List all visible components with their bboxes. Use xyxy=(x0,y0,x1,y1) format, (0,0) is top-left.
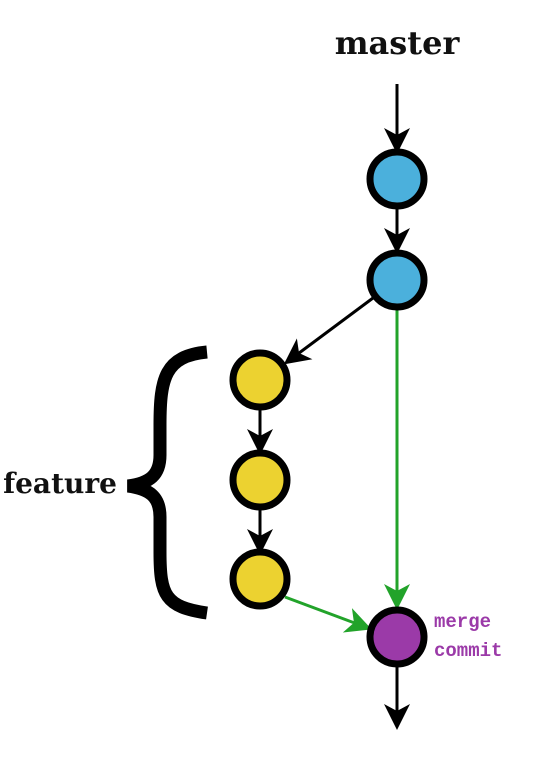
merge-label-line1: merge xyxy=(434,611,491,633)
master-commit-1 xyxy=(366,148,428,210)
feature-commit-2 xyxy=(229,449,291,511)
master-commit-2 xyxy=(366,249,428,311)
feature-branch-label: feature xyxy=(3,467,117,500)
master-branch-label: master xyxy=(335,24,461,62)
feature-brace xyxy=(126,345,208,620)
merge-label-line2: commit xyxy=(434,640,502,662)
edge-master-2-to-feature-1 xyxy=(283,296,374,365)
feature-commit-3 xyxy=(229,548,291,610)
merge-commit xyxy=(366,606,428,668)
edge-feature-3-to-merge xyxy=(284,595,372,633)
feature-commit-1 xyxy=(229,349,291,411)
